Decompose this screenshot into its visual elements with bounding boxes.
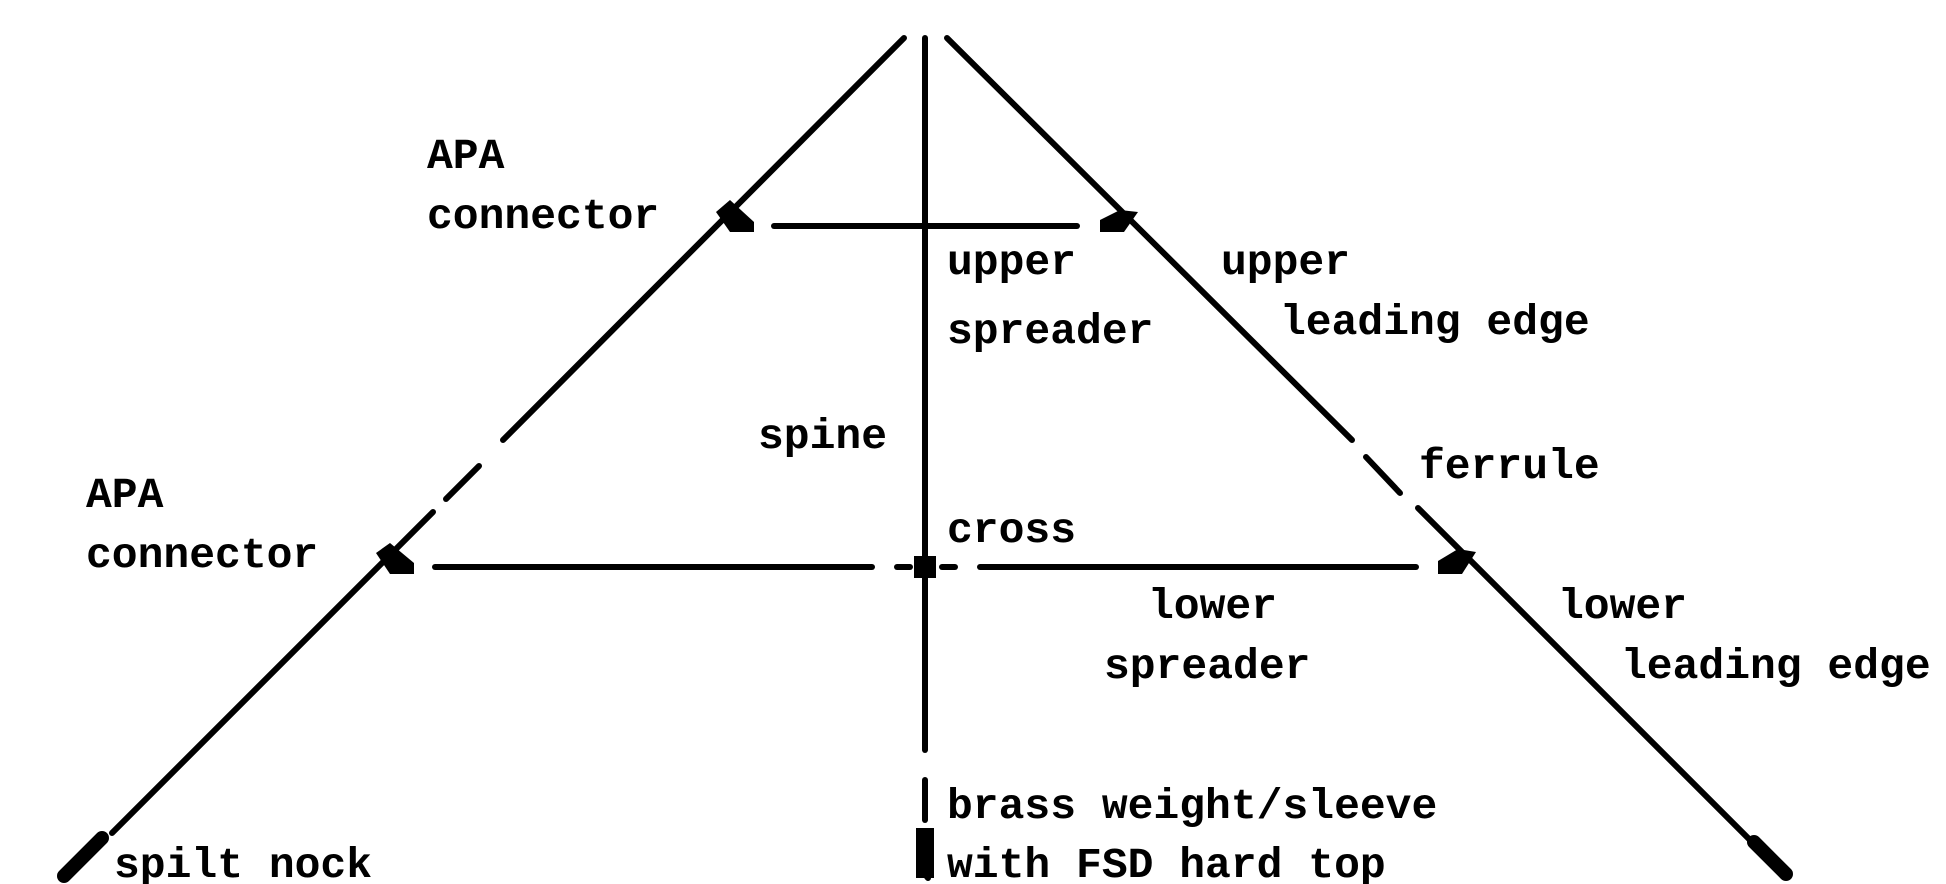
label-lower-spreader: lower spreader [1104, 582, 1310, 691]
svg-text:upper: upper [1221, 238, 1350, 287]
svg-text:brass weight/sleeve: brass weight/sleeve [947, 782, 1437, 831]
upper-right-connector [1100, 210, 1138, 232]
cross-fitting [914, 556, 936, 578]
label-spine: spine [758, 412, 887, 461]
svg-text:spreader: spreader [1104, 642, 1310, 691]
svg-text:APA: APA [86, 471, 164, 520]
upper-left-connector [716, 200, 754, 232]
lower-left-connector [376, 543, 414, 574]
svg-text:connector: connector [86, 531, 318, 580]
left-nock [57, 831, 109, 883]
label-upper-leading-edge: upper leading edge [1221, 238, 1590, 347]
svg-text:spreader: spreader [947, 307, 1153, 356]
label-split-nock: spilt nock [114, 841, 372, 884]
svg-text:upper: upper [947, 238, 1076, 287]
svg-text:leading edge: leading edge [1280, 298, 1590, 347]
svg-text:lower: lower [1148, 582, 1277, 631]
svg-text:with FSD hard top: with FSD hard top [947, 841, 1386, 884]
right-nock [1747, 835, 1793, 881]
label-brass-weight: brass weight/sleeve with FSD hard top [947, 782, 1437, 884]
spine-end-weight [916, 828, 934, 881]
svg-text:APA: APA [427, 132, 505, 181]
label-lower-connector: APA connector [86, 471, 318, 580]
label-upper-spreader: upper spreader [947, 238, 1153, 356]
right-leading-edge [944, 35, 1770, 860]
svg-text:connector: connector [427, 192, 659, 241]
label-upper-connector: APA connector [427, 132, 659, 241]
label-lower-leading-edge: lower leading edge [1558, 582, 1931, 691]
label-cross: cross [947, 506, 1076, 555]
svg-text:leading edge: leading edge [1621, 642, 1931, 691]
left-leading-edge [109, 35, 907, 836]
svg-text:lower: lower [1558, 582, 1687, 631]
lower-right-connector [1438, 549, 1476, 574]
label-ferrule: ferrule [1419, 442, 1600, 491]
